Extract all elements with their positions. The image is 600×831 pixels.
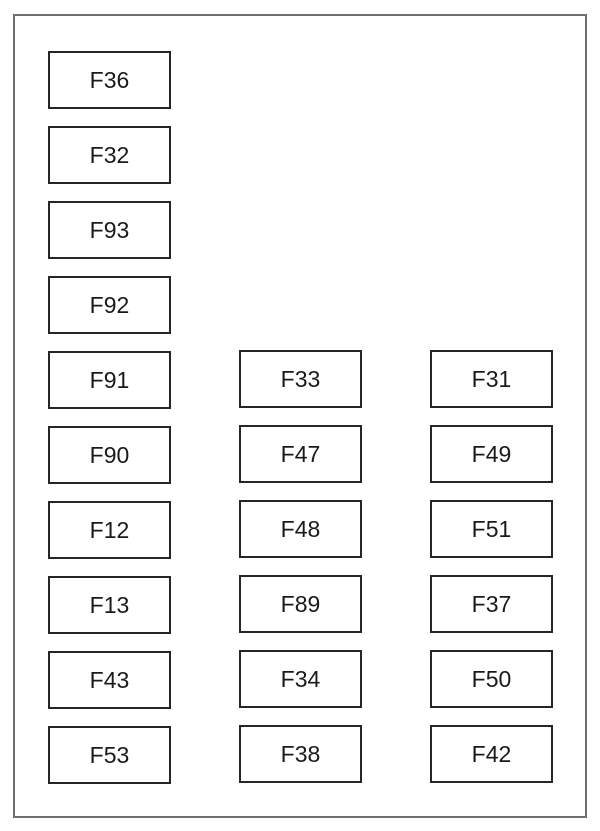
fuse-slot: F33 [239,350,362,408]
fuse-slot: F37 [430,575,553,633]
fuse-slot: F91 [48,351,171,409]
fuse-slot: F38 [239,725,362,783]
fuse-slot: F50 [430,650,553,708]
fuse-column-right: F31 F49 F51 F37 F50 F42 [430,350,553,800]
fuse-slot: F53 [48,726,171,784]
fuse-slot: F42 [430,725,553,783]
fuse-column-middle: F33 F47 F48 F89 F34 F38 [239,350,362,800]
fuse-slot: F49 [430,425,553,483]
fuse-slot: F31 [430,350,553,408]
fuse-slot: F47 [239,425,362,483]
fuse-slot: F48 [239,500,362,558]
fuse-slot: F89 [239,575,362,633]
fuse-slot: F32 [48,126,171,184]
fuse-slot: F34 [239,650,362,708]
fuse-slot: F43 [48,651,171,709]
fuse-slot: F93 [48,201,171,259]
fuse-column-left: F36 F32 F93 F92 F91 F90 F12 F13 F43 F53 [48,51,171,801]
fuse-slot: F92 [48,276,171,334]
fuse-slot: F90 [48,426,171,484]
fuse-slot: F51 [430,500,553,558]
fuse-slot: F36 [48,51,171,109]
fuse-slot: F12 [48,501,171,559]
fuse-slot: F13 [48,576,171,634]
